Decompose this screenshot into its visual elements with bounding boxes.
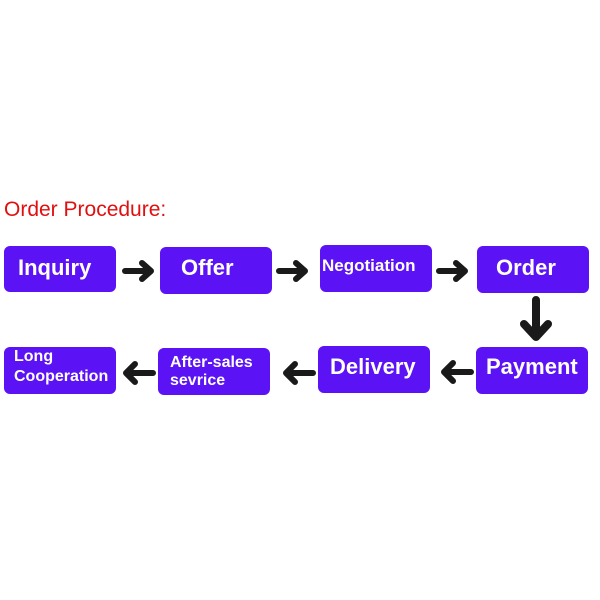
step-offer: Offer <box>160 247 272 294</box>
step-label: Delivery <box>330 354 416 379</box>
step-label: Inquiry <box>18 255 92 280</box>
step-payment: Payment <box>476 347 588 394</box>
step-delivery: Delivery <box>318 346 430 393</box>
step-label-line2: sevrice <box>170 372 226 389</box>
arrow-left-icon <box>283 361 316 385</box>
step-after-sales-service: After-sales sevrice <box>158 348 270 395</box>
step-order: Order <box>477 246 589 293</box>
arrow-left-icon <box>123 361 156 385</box>
arrow-right-icon <box>122 260 154 282</box>
arrow-left-icon <box>441 360 474 384</box>
arrow-right-icon <box>276 260 308 282</box>
step-label: After-sales <box>170 354 253 371</box>
step-label: Order <box>496 255 556 280</box>
page-title: Order Procedure: <box>4 198 167 221</box>
arrow-right-icon <box>436 260 468 282</box>
step-label: Long <box>14 348 54 365</box>
step-label: Negotiation <box>322 256 416 275</box>
step-label-line2: Cooperation <box>14 368 109 385</box>
arrow-down-icon <box>520 296 552 341</box>
step-inquiry: Inquiry <box>4 246 116 292</box>
step-long-cooperation: Long Cooperation <box>4 347 116 394</box>
step-label: Offer <box>181 255 234 280</box>
step-label: Payment <box>486 354 578 379</box>
step-negotiation: Negotiation <box>320 245 432 292</box>
